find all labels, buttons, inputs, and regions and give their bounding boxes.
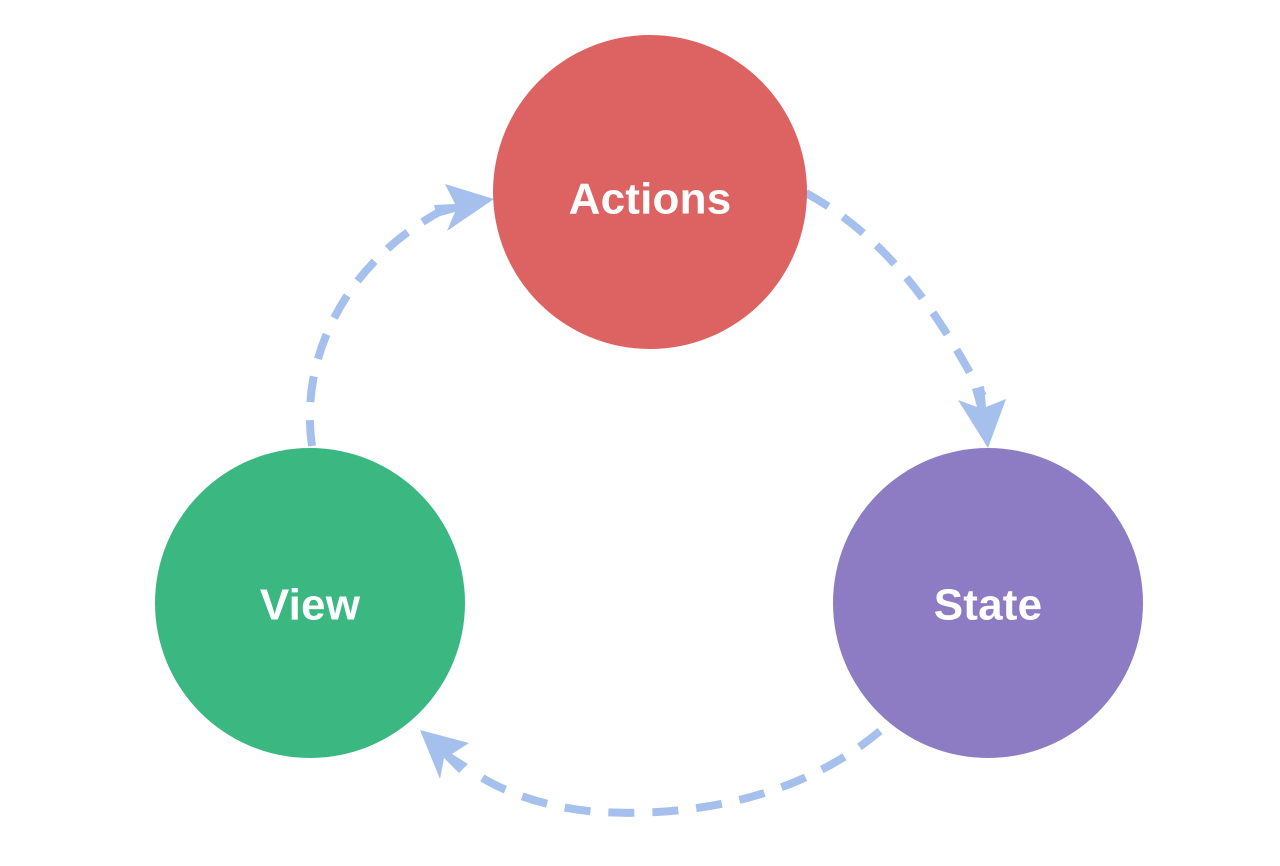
edge-state-to-view-arrowhead-icon — [420, 730, 469, 779]
node-view[interactable]: View — [155, 448, 465, 758]
edge-actions-to-state-path — [804, 189, 987, 398]
edge-state-to-view-path — [470, 727, 883, 817]
edge-actions-to-state-arrowhead-icon — [958, 386, 1006, 448]
view-label: View — [260, 581, 361, 630]
node-state[interactable]: State — [833, 448, 1143, 758]
edge-state-to-view — [420, 727, 883, 817]
view-circle[interactable] — [155, 448, 465, 758]
edge-actions-to-state — [804, 189, 1006, 448]
state-circle[interactable] — [833, 448, 1143, 758]
edge-view-to-actions — [305, 184, 494, 447]
edge-view-to-actions-arrowhead-icon — [434, 184, 494, 231]
node-actions[interactable]: Actions — [493, 35, 807, 349]
edge-view-to-actions-path — [305, 207, 443, 447]
actions-circle[interactable] — [493, 35, 807, 349]
actions-label: Actions — [569, 175, 732, 224]
state-label: State — [934, 581, 1043, 630]
